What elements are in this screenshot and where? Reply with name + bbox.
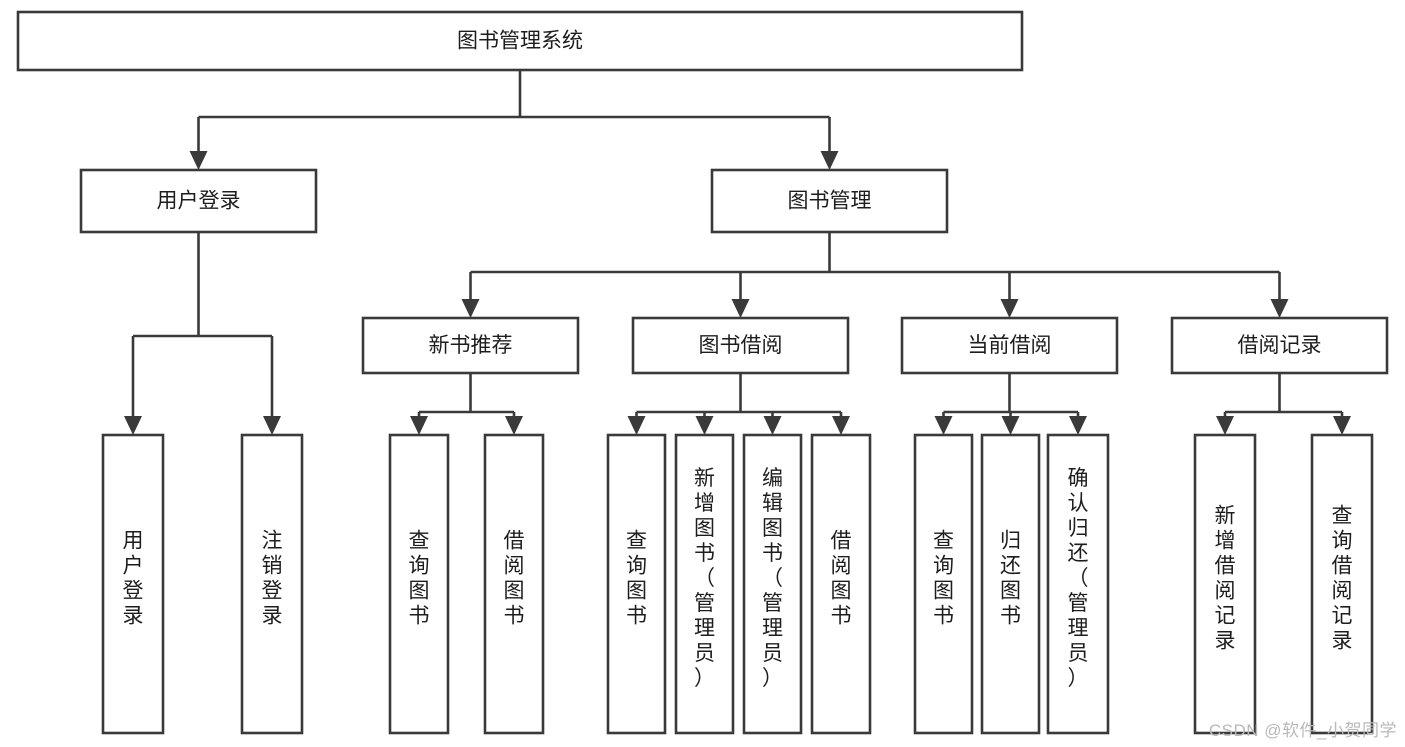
node-label-leaf-query-borrow-record: 查询借阅记录 xyxy=(1332,505,1353,653)
node-label-leaf-edit-book-admin: 编辑图书（管理员） xyxy=(762,467,783,690)
arrow-head-user-login xyxy=(189,151,208,170)
node-label-book-management: 图书管理 xyxy=(788,190,872,213)
node-box-book-borrow xyxy=(631,316,850,375)
node-box-borrow-record xyxy=(1170,316,1389,375)
node-box-leaf-confirm-return-admin xyxy=(1046,433,1110,735)
node-leaf-query-book-2[interactable]: 查询图书 xyxy=(606,433,667,735)
node-box-leaf-add-borrow-record xyxy=(1193,433,1257,735)
node-box-current-borrow xyxy=(900,316,1119,375)
node-box-user-login xyxy=(79,168,318,234)
node-label-leaf-return-book: 归还图书 xyxy=(1000,530,1021,628)
node-new-book-recommend[interactable]: 新书推荐 xyxy=(361,316,580,375)
node-leaf-edit-book-admin[interactable]: 编辑图书（管理员） xyxy=(742,433,803,735)
arrow-head-leaf-add-borrow-record xyxy=(1216,416,1234,435)
node-box-root xyxy=(16,10,1024,72)
arrow-head-leaf-query-book-1 xyxy=(410,416,428,435)
node-label-root: 图书管理系统 xyxy=(457,30,583,53)
arrow-head-current-borrow xyxy=(1000,299,1019,318)
arrow-head-leaf-query-book-3 xyxy=(934,416,953,435)
node-leaf-query-borrow-record[interactable]: 查询借阅记录 xyxy=(1310,433,1374,735)
node-label-book-borrow: 图书借阅 xyxy=(699,334,783,357)
node-label-leaf-query-book-3: 查询图书 xyxy=(933,530,954,628)
node-box-leaf-borrow-book-1 xyxy=(483,433,545,735)
arrow-head-new-book-recommend xyxy=(461,299,480,318)
arrow-head-leaf-query-book-2 xyxy=(627,416,646,435)
node-box-leaf-user-login xyxy=(101,433,165,735)
node-label-borrow-record: 借阅记录 xyxy=(1238,334,1322,357)
node-label-new-book-recommend: 新书推荐 xyxy=(429,334,513,357)
node-label-current-borrow: 当前借阅 xyxy=(968,334,1052,357)
arrow-head-leaf-query-borrow-record xyxy=(1333,416,1351,435)
arrow-head-book-management xyxy=(820,151,839,170)
node-box-leaf-return-book xyxy=(980,433,1041,735)
arrow-head-book-borrow xyxy=(731,299,750,318)
node-leaf-return-book[interactable]: 归还图书 xyxy=(980,433,1041,735)
node-leaf-confirm-return-admin[interactable]: 确认归还（管理员） xyxy=(1046,433,1110,735)
node-box-leaf-query-book-2 xyxy=(606,433,667,735)
node-user-login[interactable]: 用户登录 xyxy=(79,168,318,234)
node-label-leaf-borrow-book-1: 借阅图书 xyxy=(504,530,525,628)
node-box-leaf-add-book-admin xyxy=(674,433,735,735)
node-box-new-book-recommend xyxy=(361,316,580,375)
connector-layer xyxy=(124,70,1351,435)
node-root[interactable]: 图书管理系统 xyxy=(16,10,1024,72)
node-box-leaf-query-borrow-record xyxy=(1310,433,1374,735)
node-label-leaf-add-borrow-record: 新增借阅记录 xyxy=(1215,505,1236,653)
node-leaf-add-borrow-record[interactable]: 新增借阅记录 xyxy=(1193,433,1257,735)
node-label-leaf-query-book-1: 查询图书 xyxy=(409,530,430,628)
node-label-leaf-confirm-return-admin: 确认归还（管理员） xyxy=(1068,467,1089,690)
arrow-head-borrow-record xyxy=(1270,299,1289,318)
node-leaf-query-book-1[interactable]: 查询图书 xyxy=(388,433,450,735)
node-label-leaf-query-book-2: 查询图书 xyxy=(626,530,647,628)
node-layer: 图书管理系统用户登录图书管理新书推荐图书借阅当前借阅借阅记录用户登录注销登录查询… xyxy=(16,10,1389,735)
arrow-head-leaf-edit-book-admin xyxy=(763,416,782,435)
arrow-head-leaf-borrow-book-1 xyxy=(505,416,523,435)
node-box-leaf-logout xyxy=(240,433,304,735)
node-label-user-login: 用户登录 xyxy=(157,190,241,213)
node-label-leaf-add-book-admin: 新增图书（管理员） xyxy=(694,467,715,690)
node-box-leaf-edit-book-admin xyxy=(742,433,803,735)
node-leaf-user-login[interactable]: 用户登录 xyxy=(101,433,165,735)
arrow-head-leaf-add-book-admin xyxy=(695,416,714,435)
arrow-head-leaf-user-login xyxy=(124,416,142,435)
node-borrow-record[interactable]: 借阅记录 xyxy=(1170,316,1389,375)
node-leaf-add-book-admin[interactable]: 新增图书（管理员） xyxy=(674,433,735,735)
node-box-leaf-borrow-book-2 xyxy=(810,433,872,735)
node-leaf-query-book-3[interactable]: 查询图书 xyxy=(913,433,974,735)
node-book-management[interactable]: 图书管理 xyxy=(710,168,949,234)
node-label-leaf-user-login: 用户登录 xyxy=(123,530,144,628)
arrow-head-leaf-confirm-return-admin xyxy=(1069,416,1087,435)
node-box-leaf-query-book-3 xyxy=(913,433,974,735)
node-box-book-management xyxy=(710,168,949,234)
node-label-leaf-logout: 注销登录 xyxy=(262,530,283,628)
node-leaf-borrow-book-2[interactable]: 借阅图书 xyxy=(810,433,872,735)
node-label-leaf-borrow-book-2: 借阅图书 xyxy=(831,530,852,628)
node-leaf-borrow-book-1[interactable]: 借阅图书 xyxy=(483,433,545,735)
node-box-leaf-query-book-1 xyxy=(388,433,450,735)
node-current-borrow[interactable]: 当前借阅 xyxy=(900,316,1119,375)
arrow-head-leaf-borrow-book-2 xyxy=(832,416,850,435)
arrow-head-leaf-return-book xyxy=(1001,416,1020,435)
arrow-head-leaf-logout xyxy=(263,416,281,435)
node-book-borrow[interactable]: 图书借阅 xyxy=(631,316,850,375)
node-leaf-logout[interactable]: 注销登录 xyxy=(240,433,304,735)
